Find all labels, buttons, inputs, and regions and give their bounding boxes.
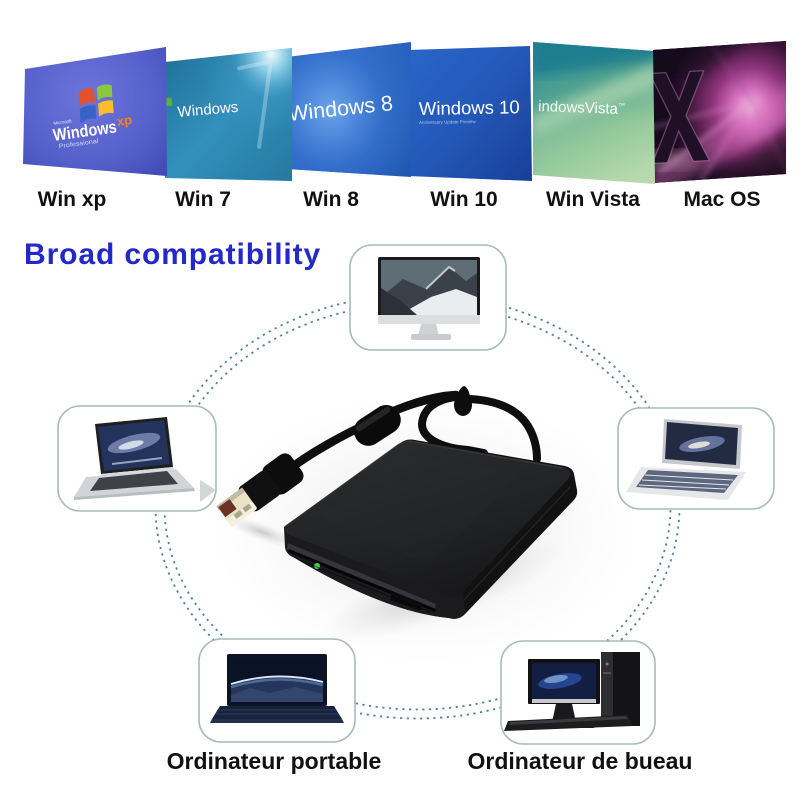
svg-text:Windows 10: Windows 10 — [419, 96, 520, 119]
svg-text:xp: xp — [116, 112, 133, 129]
svg-text:Anniversary Update Preview: Anniversary Update Preview — [419, 119, 477, 125]
svg-text:Windows: Windows — [177, 99, 239, 121]
svg-text:Microsoft: Microsoft — [53, 118, 73, 126]
svg-text:indowsVista™: indowsVista™ — [538, 98, 625, 118]
